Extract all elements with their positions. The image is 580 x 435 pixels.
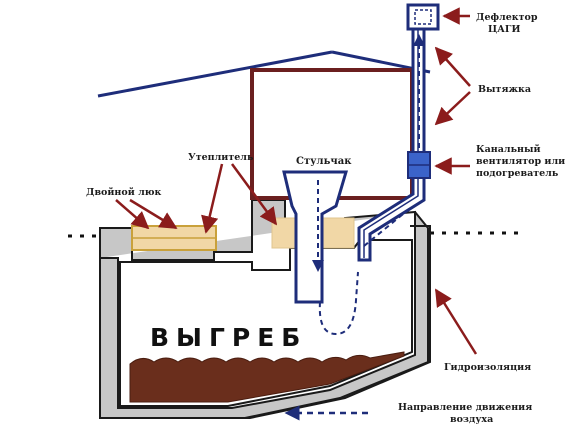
airflow-pipe-bend bbox=[363, 209, 409, 247]
roof-line bbox=[97, 50, 333, 98]
label-exhaust: Вытяжка bbox=[478, 84, 531, 95]
label-waterproofing: Гидроизоляция bbox=[444, 362, 531, 373]
pointer-exhaust-top bbox=[434, 46, 471, 87]
airflow-loop bbox=[318, 271, 359, 336]
label-deflector-line2: ЦАГИ bbox=[488, 24, 520, 35]
exhaust-pipe-inner bbox=[363, 30, 419, 258]
label-insulation: Утеплитель bbox=[188, 152, 254, 163]
pointer-waterproofing bbox=[434, 288, 478, 355]
pointer-insulation-floor bbox=[230, 163, 278, 226]
label-airflow-legend-line2: воздуха bbox=[450, 414, 493, 425]
deflector-cap bbox=[406, 3, 440, 31]
pointer-exhaust-bottom bbox=[434, 91, 471, 126]
waste-layer bbox=[129, 351, 405, 403]
label-airflow-legend-line1: Направление движения bbox=[398, 402, 532, 413]
pit-wall-outer bbox=[99, 225, 431, 419]
pointer-hatch-left bbox=[115, 199, 150, 230]
label-deflector-line1: Дефлектор bbox=[476, 12, 538, 23]
label-fan-line1: Канальный bbox=[476, 144, 541, 155]
label-hatch: Двойной люк bbox=[86, 187, 162, 198]
label-seat: Стульчак bbox=[296, 156, 352, 167]
deflector-inner bbox=[414, 9, 432, 25]
pointer-hatch-right bbox=[129, 198, 178, 230]
label-fan-line3: подогреватель bbox=[476, 168, 559, 179]
label-fan-line2: вентилятор или bbox=[476, 156, 565, 167]
pointer-insulation-hatch bbox=[201, 163, 224, 234]
toilet-seat-funnel bbox=[282, 170, 349, 304]
label-pit: ВЫГРЕБ bbox=[150, 323, 307, 352]
